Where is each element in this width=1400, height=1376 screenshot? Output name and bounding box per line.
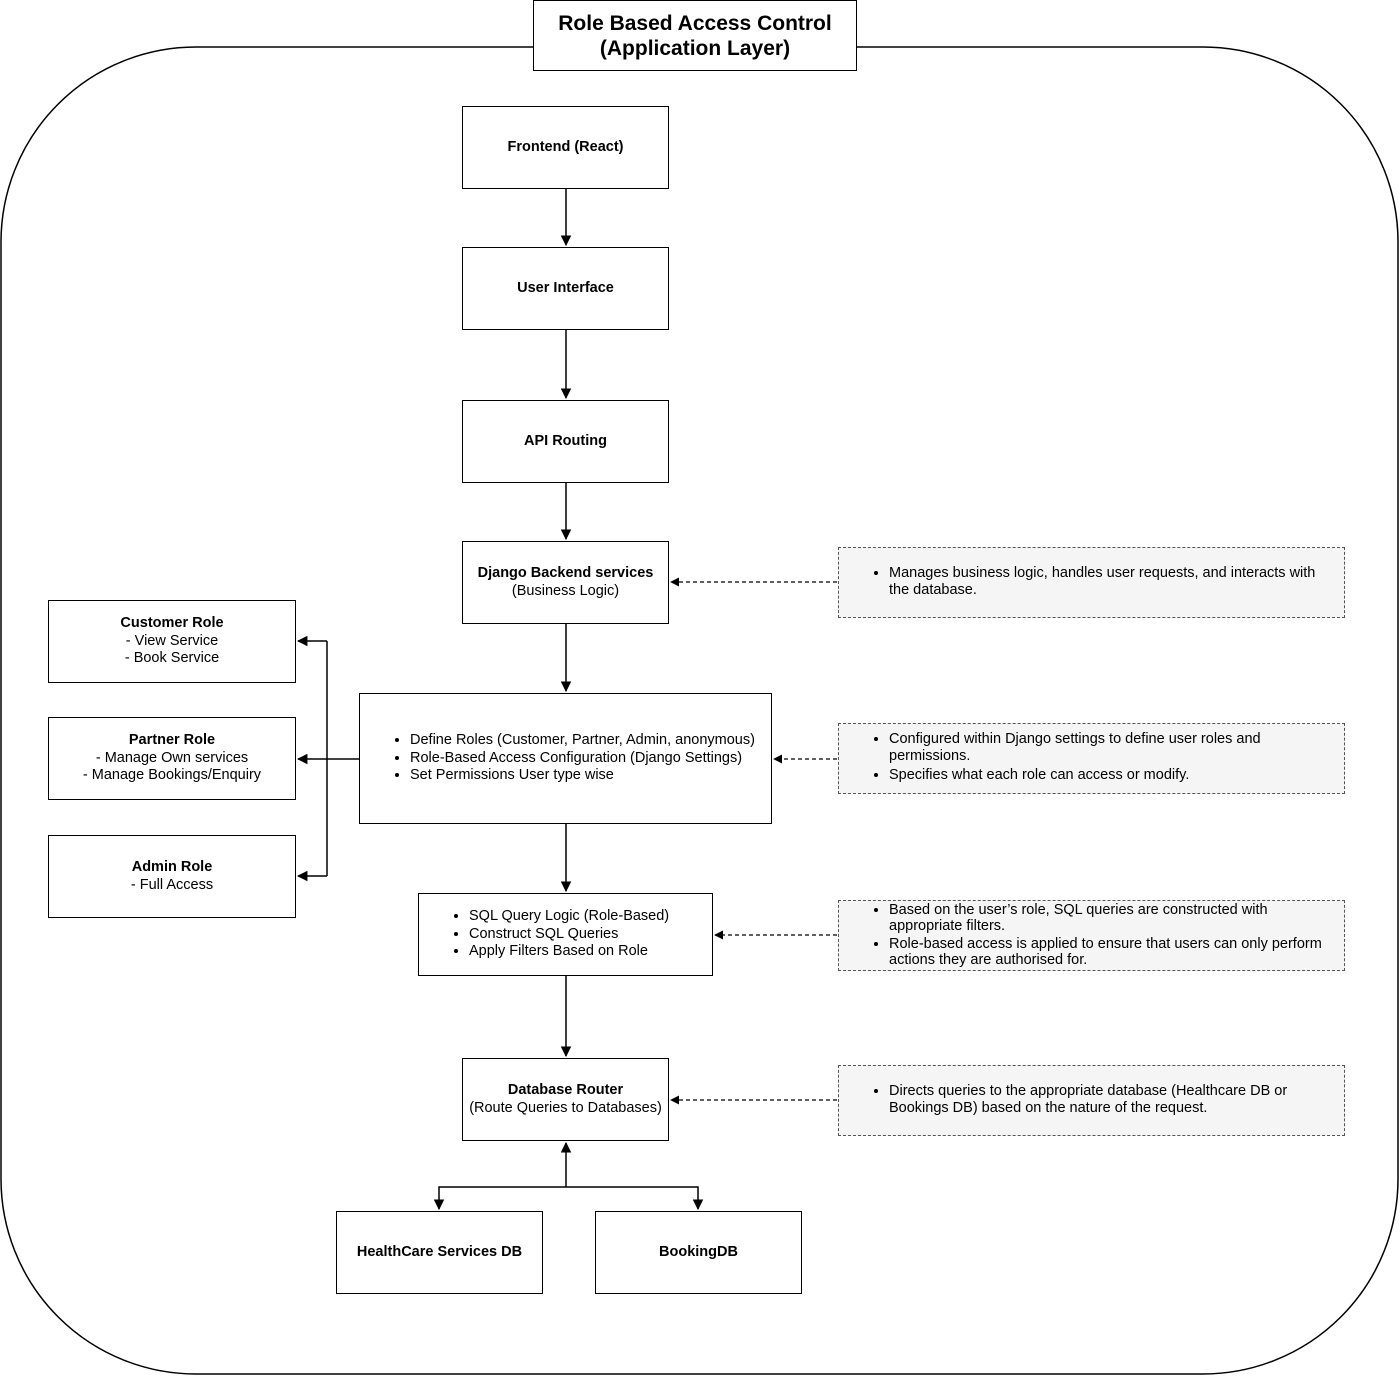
- sql-item: Apply Filters Based on Role: [469, 943, 712, 961]
- note-item: Based on the user’s role, SQL queries ar…: [889, 902, 1334, 934]
- connector-db-branch-right: [566, 1186, 704, 1211]
- admin-role-title: Admin Role: [131, 859, 213, 875]
- user-interface-label: User Interface: [517, 279, 614, 296]
- customer-role-title: Customer Role: [120, 615, 224, 632]
- customer-role-permission: - View Service: [125, 632, 219, 649]
- rbac-item: Role-Based Access Configuration (Django …: [410, 750, 771, 768]
- note-item: Specifies what each role can access or m…: [889, 767, 1334, 784]
- note-sql-query: Based on the user’s role, SQL queries ar…: [838, 900, 1345, 971]
- note-rbac-config: Configured within Django settings to def…: [838, 723, 1345, 794]
- database-router-title: Database Router: [507, 1082, 624, 1098]
- admin-role-permission: - Full Access: [130, 876, 214, 893]
- rbac-config-box: Define Roles (Customer, Partner, Admin, …: [359, 693, 772, 824]
- note-item: Configured within Django settings to def…: [889, 731, 1334, 765]
- django-backend-box: Django Backend services (Business Logic): [462, 541, 669, 624]
- title-line-2: (Application Layer): [599, 36, 791, 60]
- healthcare-db-box: HealthCare Services DB: [336, 1211, 543, 1294]
- title-line-1: Role Based Access Control: [558, 11, 832, 35]
- partner-role-permission: - Manage Bookings/Enquiry: [82, 767, 262, 784]
- note-django-backend: Manages business logic, handles user req…: [838, 547, 1345, 618]
- partner-role-box: Partner Role - Manage Own services - Man…: [48, 717, 296, 800]
- admin-role-box: Admin Role - Full Access: [48, 835, 296, 918]
- database-router-subtitle: (Route Queries to Databases): [469, 1099, 662, 1116]
- note-item: Directs queries to the appropriate datab…: [889, 1083, 1334, 1117]
- frontend-box: Frontend (React): [462, 106, 669, 189]
- sql-query-box: SQL Query Logic (Role-Based) Construct S…: [418, 893, 713, 976]
- healthcare-db-label: HealthCare Services DB: [356, 1243, 523, 1260]
- django-backend-subtitle: (Business Logic): [511, 582, 620, 599]
- customer-role-permission: - Book Service: [124, 650, 220, 667]
- booking-db-label: BookingDB: [659, 1243, 738, 1260]
- note-item: Role-based access is applied to ensure t…: [889, 936, 1334, 968]
- partner-role-title: Partner Role: [128, 732, 216, 749]
- note-item: Manages business logic, handles user req…: [889, 565, 1330, 599]
- django-backend-title: Django Backend services: [477, 565, 654, 581]
- note-database-router: Directs queries to the appropriate datab…: [838, 1065, 1345, 1136]
- partner-role-permission: - Manage Own services: [95, 749, 249, 766]
- sql-item: Construct SQL Queries: [469, 926, 712, 944]
- rbac-item: Define Roles (Customer, Partner, Admin, …: [410, 732, 771, 750]
- booking-db-box: BookingDB: [595, 1211, 802, 1294]
- sql-item: SQL Query Logic (Role-Based): [469, 908, 712, 926]
- customer-role-box: Customer Role - View Service - Book Serv…: [48, 600, 296, 683]
- frontend-label: Frontend (React): [507, 138, 624, 155]
- rbac-item: Set Permissions User type wise: [410, 767, 771, 785]
- diagram-title: Role Based Access Control (Application L…: [533, 0, 857, 71]
- connector-db-branch-left: [433, 1186, 566, 1211]
- database-router-box: Database Router (Route Queries to Databa…: [462, 1058, 669, 1141]
- api-routing-label: API Routing: [524, 432, 607, 449]
- api-routing-box: API Routing: [462, 400, 669, 483]
- user-interface-box: User Interface: [462, 247, 669, 330]
